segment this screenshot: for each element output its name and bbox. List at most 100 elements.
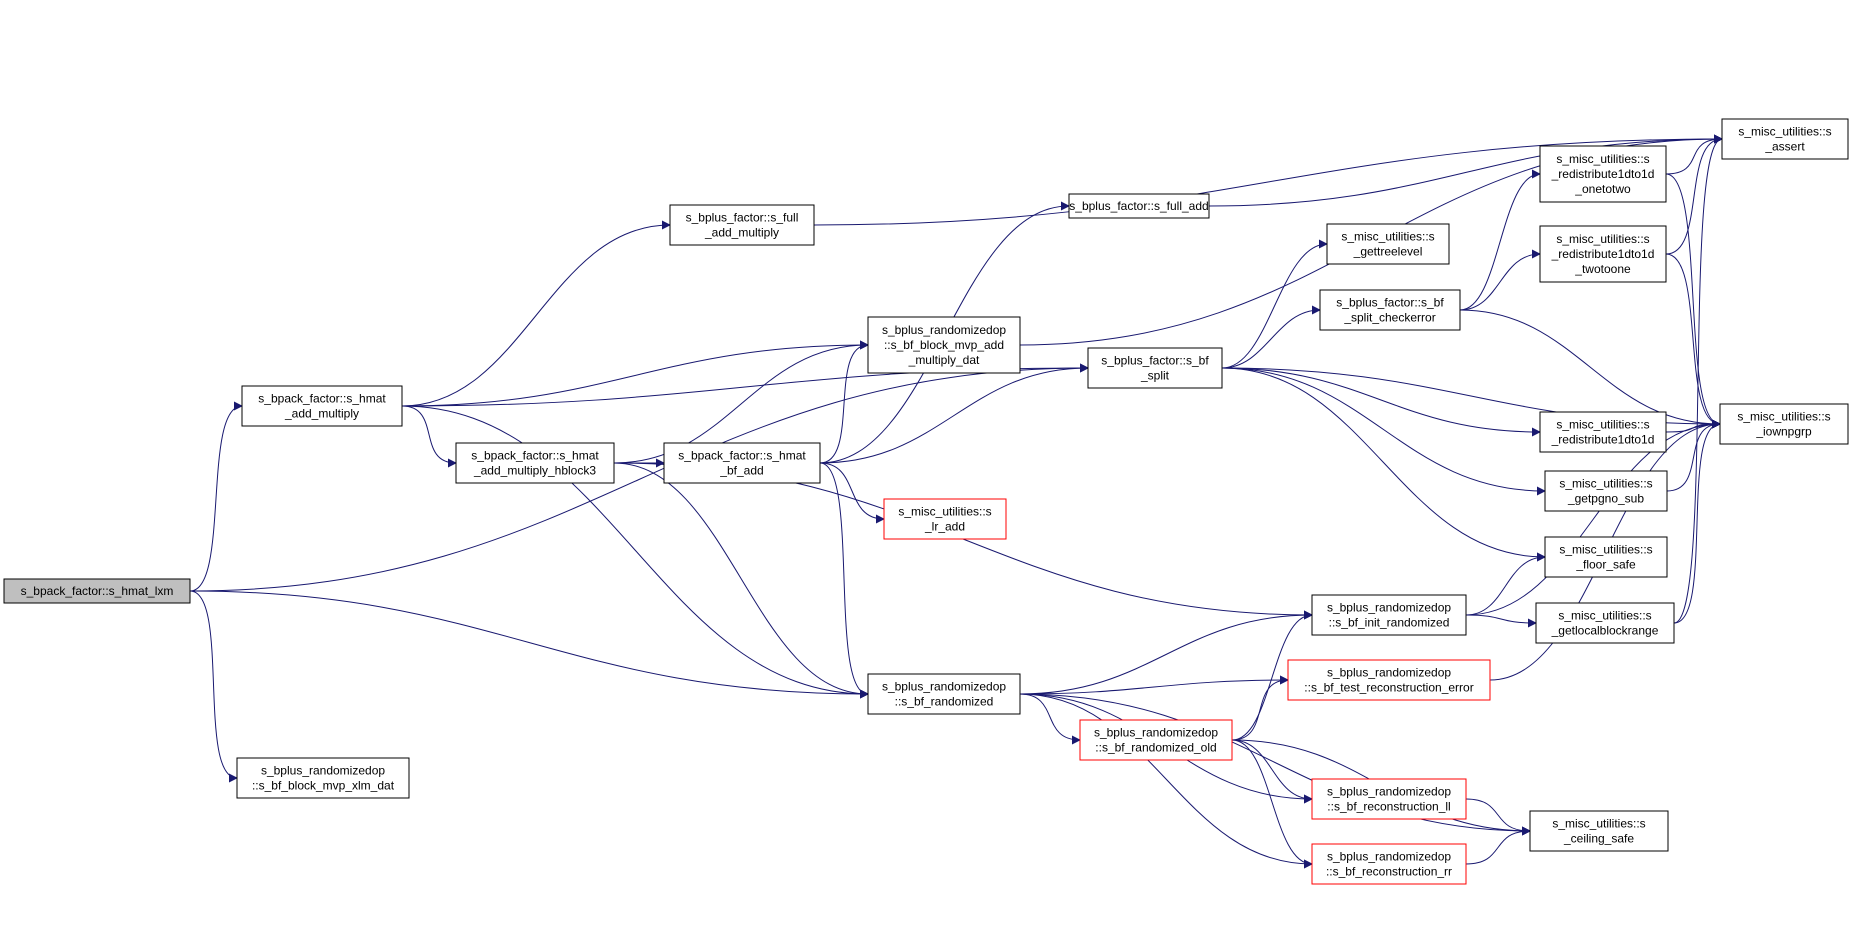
node-s-bplus-randomizedop-s-bf-randomized-old[interactable]: s_bplus_randomizedop::s_bf_randomized_ol… <box>1079 719 1233 761</box>
node-label-line: s_misc_utilities::s <box>1552 817 1645 831</box>
node-label-line: ::s_bf_randomized <box>895 695 994 709</box>
node-box <box>455 442 615 484</box>
edge-line <box>1019 693 1531 836</box>
edge-line <box>1673 134 1723 624</box>
edge-line <box>1665 173 1721 429</box>
node-label-line: _twotoone <box>1574 262 1631 276</box>
node-label-line: _ceiling_safe <box>1563 832 1634 846</box>
edge-n17-to-n24 <box>1465 826 1531 865</box>
edge-line <box>1231 739 1313 869</box>
edge-line <box>813 134 1723 226</box>
edge-line <box>189 590 869 699</box>
node-s-misc-utilities-s-redistribute1dto1d[interactable]: s_misc_utilities::s_redistribute1dto1d <box>1539 411 1667 453</box>
node-s-bplus-randomizedop-s-bf-test-reconstruction-error[interactable]: s_bplus_randomizedop::s_bf_test_reconstr… <box>1287 659 1491 701</box>
node-label-line: s_bplus_randomizedop <box>1327 850 1451 864</box>
edge-n4-to-n3 <box>613 340 869 464</box>
edge-n7-to-n17 <box>1019 693 1313 869</box>
edge-line <box>819 363 1089 464</box>
node-s-misc-utilities-s-redistribute1dto1d-twotoone[interactable]: s_misc_utilities::s_redistribute1dto1d_t… <box>1539 225 1667 283</box>
edge-n5-to-n3 <box>819 340 869 464</box>
node-box <box>1087 347 1223 389</box>
node-label-line: ::s_bf_randomized_old <box>1095 741 1216 755</box>
node-box <box>883 498 1007 540</box>
node-label-line: s_bpack_factor::s_hmat <box>258 392 386 406</box>
edge-line <box>1231 610 1313 741</box>
edge-line <box>1459 309 1721 429</box>
node-box <box>1326 223 1450 265</box>
edge-line <box>1665 134 1723 255</box>
edge-line <box>1665 134 1723 175</box>
edge-line <box>1673 419 1721 624</box>
edge-n0-to-n10 <box>189 363 1089 592</box>
edge-line <box>1459 169 1541 311</box>
node-s-bpack-factor-s-hmat-add-multiply-hblock3[interactable]: s_bpack_factor::s_hmat_add_multiply_hblo… <box>455 442 615 484</box>
node-s-bpack-factor-s-hmat-lxm[interactable]: s_bpack_factor::s_hmat_lxm <box>3 578 191 604</box>
node-s-bpack-factor-s-hmat-bf-add[interactable]: s_bpack_factor::s_hmat_bf_add <box>663 442 821 484</box>
edge-n0-to-n7 <box>189 590 869 699</box>
edge-n16-to-n24 <box>1465 798 1531 836</box>
node-label-line: _iownpgrp <box>1755 425 1812 439</box>
node-label-line: s_misc_utilities::s <box>1559 543 1652 557</box>
edge-n10-to-n22 <box>1221 367 1546 562</box>
edge-line <box>1465 826 1531 865</box>
edge-line <box>1019 675 1289 695</box>
edge-line <box>819 340 869 464</box>
edge-line <box>1665 253 1721 429</box>
node-s-bplus-randomizedop-s-bf-randomized[interactable]: s_bplus_randomizedop::s_bf_randomized <box>867 673 1021 715</box>
node-label-line: s_bpack_factor::s_hmat <box>471 449 599 463</box>
node-label-line: ::s_bf_block_mvp_xlm_dat <box>252 779 395 793</box>
node-s-bplus-factor-s-bf-split-checkerror[interactable]: s_bplus_factor::s_bf_split_checkerror <box>1319 289 1461 331</box>
edge-line <box>401 340 869 407</box>
node-s-bplus-factor-s-full-add-multiply[interactable]: s_bplus_factor::s_full_add_multiply <box>669 204 815 246</box>
edge-n9-to-n25 <box>1208 134 1723 207</box>
node-s-misc-utilities-s-iownpgrp[interactable]: s_misc_utilities::s_iownpgrp <box>1719 403 1849 445</box>
node-s-misc-utilities-s-getpgno-sub[interactable]: s_misc_utilities::s_getpgno_sub <box>1544 470 1668 512</box>
node-label-line: ::s_bf_init_randomized <box>1329 616 1450 630</box>
edge-n23-to-n25 <box>1673 134 1723 624</box>
edge-line <box>1019 693 1081 745</box>
node-label-line: s_misc_utilities::s <box>1556 418 1649 432</box>
node-s-misc-utilities-s-gettreelevel[interactable]: s_misc_utilities::s_gettreelevel <box>1326 223 1450 265</box>
node-box <box>1539 411 1667 453</box>
node-label-line: _multiply_dat <box>908 353 980 367</box>
node-s-misc-utilities-s-assert[interactable]: s_misc_utilities::s_assert <box>1721 118 1849 160</box>
node-label-line: s_bplus_factor::s_full <box>686 211 799 225</box>
edge-line <box>189 363 1089 592</box>
edge-n19-to-n26 <box>1665 253 1721 429</box>
edge-n4-to-n7 <box>613 462 869 699</box>
node-box <box>1535 602 1675 644</box>
node-s-misc-utilities-s-floor-safe[interactable]: s_misc_utilities::s_floor_safe <box>1544 536 1668 578</box>
edge-n13-to-n23 <box>1465 614 1537 628</box>
node-s-misc-utilities-s-getlocalblockrange[interactable]: s_misc_utilities::s_getlocalblockrange <box>1535 602 1675 644</box>
node-s-bplus-randomizedop-s-bf-reconstruction-rr[interactable]: s_bplus_randomizedop::s_bf_reconstructio… <box>1311 843 1467 885</box>
node-label-line: _getpgno_sub <box>1567 492 1644 506</box>
edge-n5-to-n6 <box>819 462 885 524</box>
node-s-bplus-factor-s-full-add[interactable]: s_bplus_factor::s_full_add <box>1068 193 1210 219</box>
node-box <box>1544 536 1668 578</box>
node-label-line: s_bplus_randomizedop <box>1327 666 1451 680</box>
node-s-misc-utilities-s-redistribute1dto1d-onetotwo[interactable]: s_misc_utilities::s_redistribute1dto1d_o… <box>1539 145 1667 203</box>
node-label-line: s_bplus_randomizedop <box>1327 601 1451 615</box>
edge-line <box>1208 134 1723 207</box>
node-label-line: s_misc_utilities::s <box>898 505 991 519</box>
node-box <box>3 578 191 604</box>
node-s-misc-utilities-s-lr-add[interactable]: s_misc_utilities::s_lr_add <box>883 498 1007 540</box>
edge-line <box>1221 367 1546 562</box>
node-s-bplus-factor-s-bf-split[interactable]: s_bplus_factor::s_bf_split <box>1087 347 1223 389</box>
node-label-line: s_bplus_randomizedop <box>882 680 1006 694</box>
node-s-bpack-factor-s-hmat-add-multiply[interactable]: s_bpack_factor::s_hmat_add_multiply <box>241 385 403 427</box>
edge-line <box>1231 675 1289 741</box>
node-s-bplus-randomizedop-s-bf-init-randomized[interactable]: s_bplus_randomizedop::s_bf_init_randomiz… <box>1311 594 1467 636</box>
node-box <box>867 316 1021 374</box>
node-label-line: s_misc_utilities::s <box>1738 125 1831 139</box>
node-label-line: _redistribute1dto1d <box>1551 433 1655 447</box>
node-s-bplus-randomizedop-s-bf-block-mvp-add-multiply-dat[interactable]: s_bplus_randomizedop::s_bf_block_mvp_add… <box>867 316 1021 374</box>
node-s-bplus-randomizedop-s-bf-block-mvp-xlm-dat[interactable]: s_bplus_randomizedop::s_bf_block_mvp_xlm… <box>236 757 410 799</box>
node-label-line: _bf_add <box>719 464 763 478</box>
node-s-bplus-randomizedop-s-bf-reconstruction-ll[interactable]: s_bplus_randomizedop::s_bf_reconstructio… <box>1311 778 1467 820</box>
node-label-line: s_misc_utilities::s <box>1559 477 1652 491</box>
edge-n7-to-n24 <box>1019 693 1531 836</box>
edge-n7-to-n13 <box>1019 610 1313 695</box>
node-s-misc-utilities-s-ceiling-safe[interactable]: s_misc_utilities::s_ceiling_safe <box>1529 810 1669 852</box>
edge-n23-to-n26 <box>1673 419 1721 624</box>
